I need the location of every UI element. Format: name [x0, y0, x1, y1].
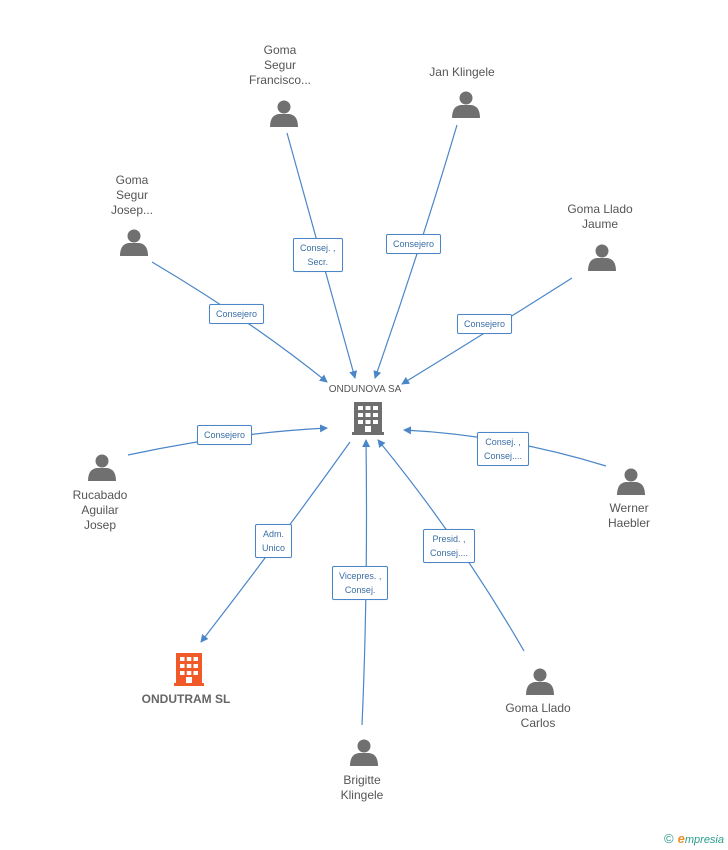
person-icon-p8[interactable] [350, 739, 378, 767]
person-label-p1[interactable]: Goma Segur Francisco... [248, 43, 311, 87]
person-body [617, 482, 645, 495]
person-label-p4[interactable]: Goma Llado Jaume [567, 202, 633, 231]
person-body [270, 114, 298, 127]
person-body [588, 258, 616, 271]
person-icon-p1[interactable] [270, 100, 298, 128]
edge-label-p2: Consejero [386, 234, 442, 254]
footer-brand: ©empresia [664, 831, 724, 846]
person-icon-p7[interactable] [526, 668, 554, 696]
person-head [357, 739, 371, 753]
brand-initial: e [677, 831, 685, 846]
person-head [277, 100, 291, 114]
company-label[interactable]: ONDUTRAM SL [141, 692, 231, 706]
person-body [350, 753, 378, 766]
person-head [595, 244, 609, 258]
center-company-label[interactable]: ONDUNOVA SA [328, 384, 402, 395]
person-body [120, 243, 148, 256]
edge-label-p6: Consej. , Consej.... [477, 432, 530, 466]
person-label-p3[interactable]: Goma Segur Josep... [110, 173, 154, 217]
brand-name: mpresia [684, 834, 724, 846]
edge-label-p4: Consejero [457, 314, 513, 334]
person-icon-p6[interactable] [617, 468, 645, 496]
person-head [533, 668, 547, 682]
person-body [88, 468, 116, 481]
person-head [95, 454, 109, 468]
person-body [452, 105, 480, 118]
person-icon-p2[interactable] [452, 91, 480, 119]
person-label-p8[interactable]: Brigitte Klingele [340, 773, 384, 802]
center-building-icon[interactable] [352, 402, 384, 435]
person-icons [88, 91, 645, 767]
edge-label-p7: Presid. , Consej.... [423, 529, 476, 563]
person-head [624, 468, 638, 482]
person-icon-p5[interactable] [88, 454, 116, 482]
edge-label-company: Adm. Unico [255, 524, 293, 558]
person-body [526, 682, 554, 695]
person-label-p5[interactable]: Rucabado Aguilar Josep [72, 488, 128, 532]
copyright-icon: © [664, 831, 674, 846]
company-building-icon[interactable] [174, 653, 204, 686]
edge-label-p3: Consejero [209, 304, 265, 324]
person-head [459, 91, 473, 105]
edge-label-p8: Vicepres. , Consej. [332, 566, 389, 600]
person-icon-p4[interactable] [588, 244, 616, 272]
person-label-p7[interactable]: Goma Llado Carlos [505, 701, 571, 730]
edge-label-p1: Consej. , Secr. [293, 238, 343, 272]
person-head [127, 229, 141, 243]
person-icon-p3[interactable] [120, 229, 148, 257]
person-label-p6[interactable]: Werner Haebler [607, 501, 651, 530]
person-label-p2[interactable]: Jan Klingele [429, 65, 495, 79]
edge-label-p5: Consejero [197, 425, 253, 445]
